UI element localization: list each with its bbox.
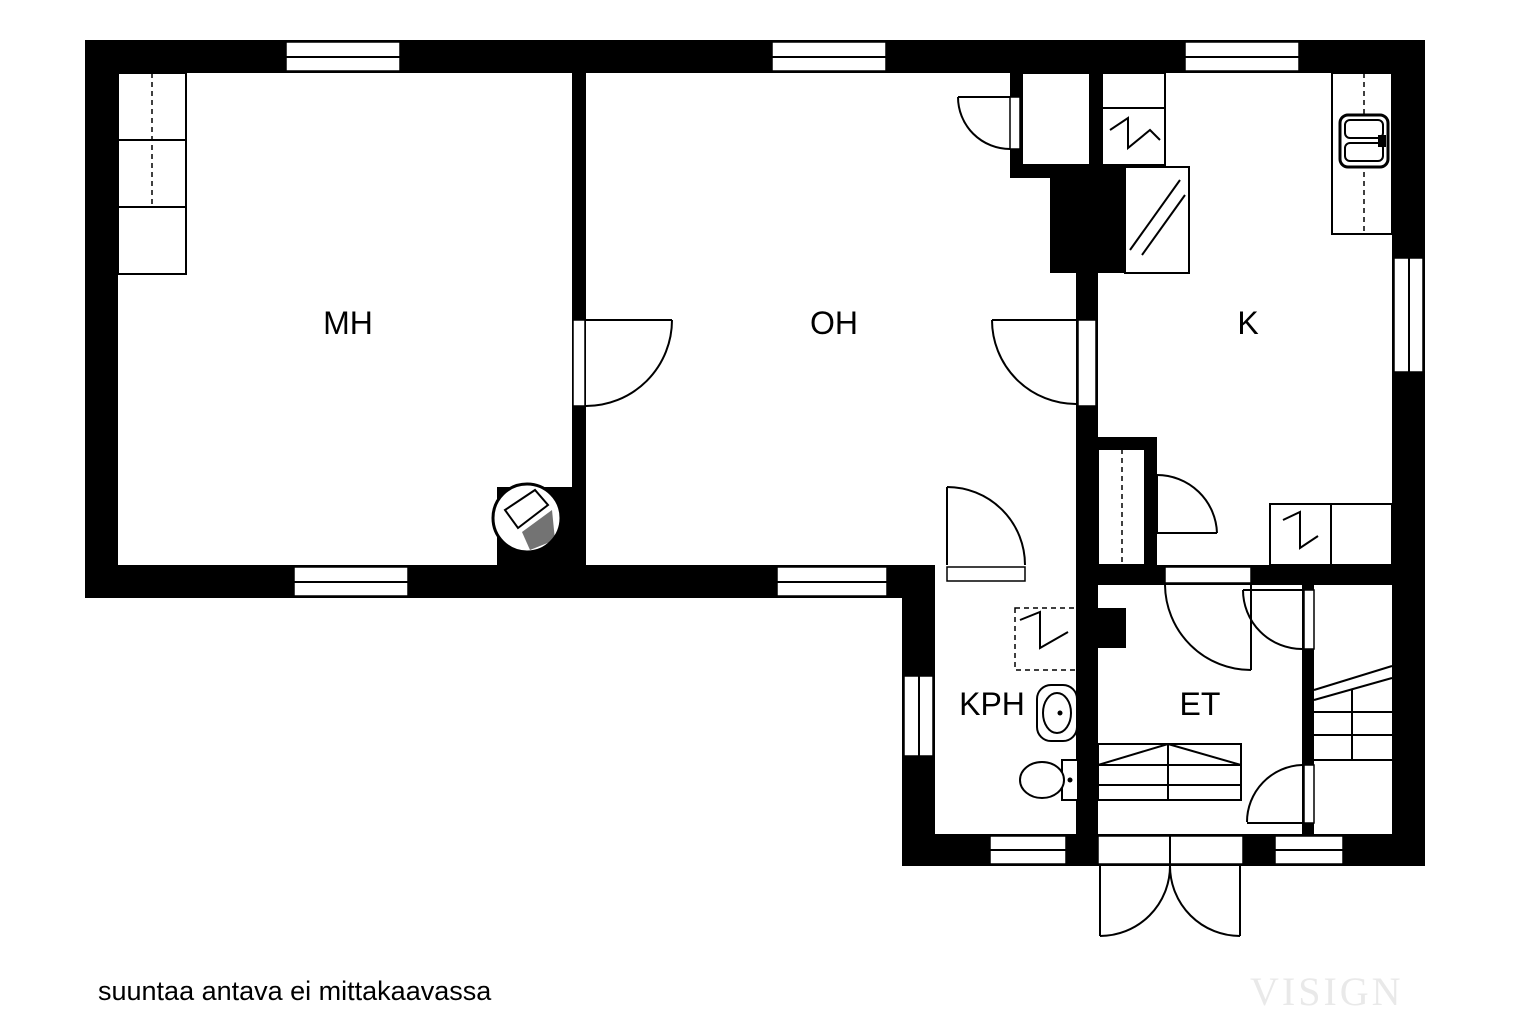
hall-bench: [1097, 743, 1242, 801]
scale-disclaimer: suuntaa antava ei mittakaavassa: [98, 976, 492, 1006]
watermark-logo: VISIGN: [1250, 969, 1404, 1014]
wardrobe-mh: [117, 72, 187, 275]
room-label-mh: MH: [323, 305, 373, 341]
room-label-kph: KPH: [959, 686, 1025, 722]
exterior-walls: [85, 40, 1425, 866]
toilet-icon: [1019, 759, 1079, 801]
sink-icon: [1338, 113, 1390, 169]
interior-walls: [497, 73, 1314, 834]
bathroom-fixtures: [1014, 607, 1079, 801]
room-label-k: K: [1237, 305, 1258, 341]
kitchen-counters: [1269, 72, 1393, 566]
closets: [1021, 72, 1190, 566]
fireplace-icon: [491, 482, 563, 554]
room-label-et: ET: [1180, 686, 1221, 722]
stairs-icon: [1313, 665, 1393, 761]
room-label-oh: OH: [810, 305, 858, 341]
windows: [285, 41, 1424, 865]
washbasin-icon: [1036, 684, 1078, 742]
doors: [572, 96, 1315, 937]
